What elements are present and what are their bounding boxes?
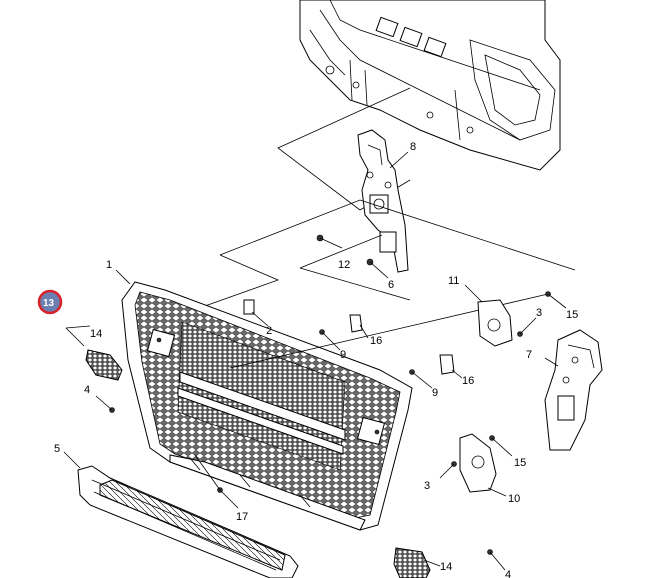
callout-labels: 1 2 3 3 4 4 5 6 7 8 9 9 10 11 12 14 14 1… <box>54 141 578 578</box>
callout-15-upper: 15 <box>566 309 578 321</box>
callout-15-lower: 15 <box>514 457 526 469</box>
bolt-15-lower <box>489 435 513 457</box>
callout-5: 5 <box>54 443 60 455</box>
retainer-16-upper <box>349 314 369 339</box>
callout-13-ring <box>37 289 63 315</box>
callout-14-left: 14 <box>90 328 102 340</box>
screw-3-lower <box>439 461 457 479</box>
screw-6 <box>366 258 389 279</box>
callout-1: 1 <box>106 259 112 271</box>
callout-6: 6 <box>388 279 394 291</box>
callout-3-upper: 3 <box>536 307 542 319</box>
lower-grille <box>77 465 299 578</box>
screw-4-right <box>487 549 506 571</box>
retainer-9-lower <box>409 369 433 389</box>
grille-support-bracket-center <box>357 129 409 273</box>
guide-lines <box>219 199 576 271</box>
callout-11: 11 <box>448 275 459 287</box>
callout-7: 7 <box>526 349 532 361</box>
callout-12: 12 <box>338 259 350 271</box>
grille-insert-left <box>65 325 123 381</box>
grille-support-bracket-right <box>544 329 603 451</box>
callout-10: 10 <box>508 493 520 505</box>
grille-insert-right <box>393 547 441 578</box>
grille-bracket-lower-right <box>459 433 507 497</box>
callout-9-lower: 9 <box>432 387 438 399</box>
grille-bracket-upper-right <box>464 284 513 347</box>
radiator-support-assembly <box>299 0 561 171</box>
callout-13-highlight[interactable]: 13 <box>37 289 63 315</box>
callout-4-left: 4 <box>84 384 90 396</box>
fastener-17 <box>194 454 239 509</box>
callout-3-lower: 3 <box>424 480 430 492</box>
screw-4-left <box>95 395 115 413</box>
callout-17: 17 <box>236 511 248 523</box>
bolt-15-upper <box>545 291 567 309</box>
callout-16-upper: 16 <box>370 335 382 347</box>
screw-12 <box>316 234 343 249</box>
callout-14-right: 14 <box>440 561 452 573</box>
callout-9-upper: 9 <box>340 349 346 361</box>
clip-2 <box>243 299 269 327</box>
screw-3-upper <box>517 317 537 337</box>
callout-13: 13 <box>43 298 55 309</box>
radiator-grille <box>121 281 413 531</box>
retainer-16-lower <box>439 354 463 379</box>
callout-16-lower: 16 <box>462 375 474 387</box>
callout-8: 8 <box>410 141 416 153</box>
callout-2: 2 <box>266 325 272 337</box>
callout-4-right: 4 <box>505 569 511 578</box>
retainer-9-upper <box>319 329 341 351</box>
